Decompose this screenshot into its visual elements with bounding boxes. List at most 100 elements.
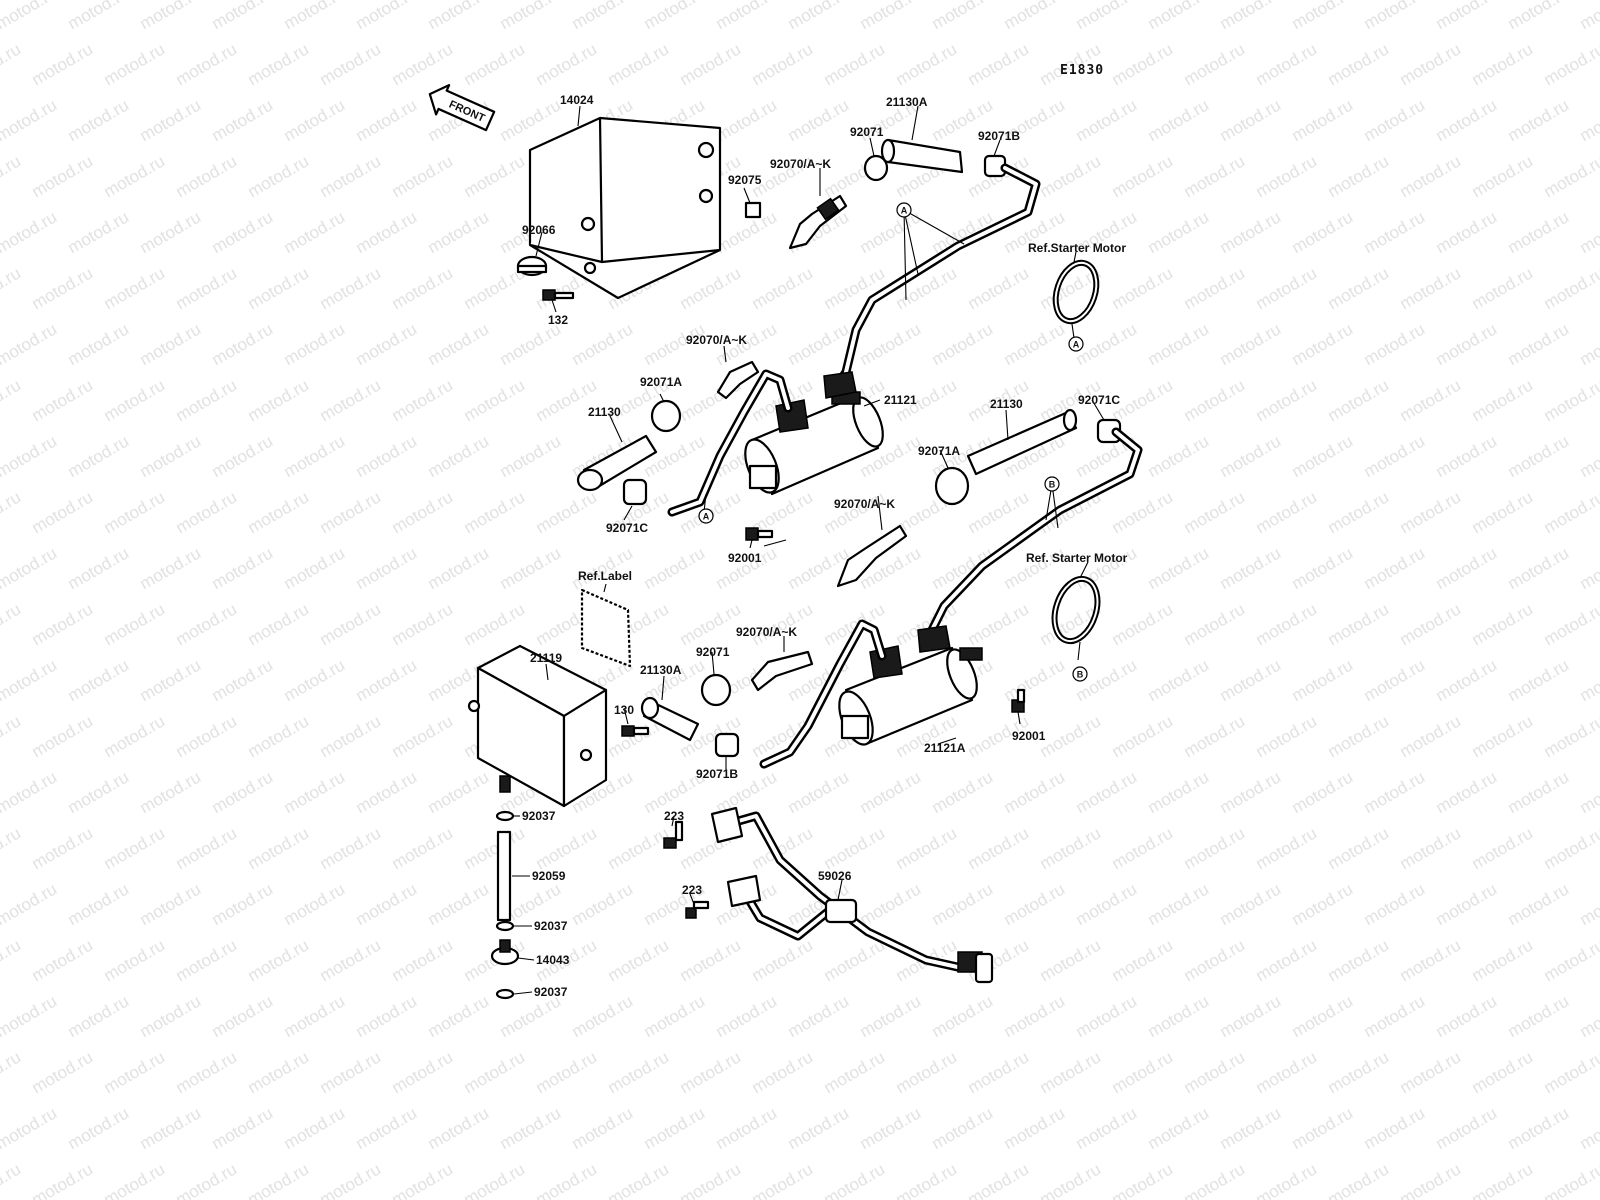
watermark-text: motod.ru — [1109, 1159, 1177, 1200]
watermark-text: motod.ru — [317, 487, 385, 537]
watermark-text: motod.ru — [929, 991, 997, 1041]
spark-plug-92070-low — [750, 650, 814, 692]
watermark-text: motod.ru — [1001, 0, 1069, 33]
part-92037-c: 92037 — [534, 985, 568, 999]
watermark-text: motod.ru — [1181, 1159, 1249, 1200]
watermark-text: motod.ru — [0, 207, 60, 257]
watermark-text: motod.ru — [677, 1047, 745, 1097]
watermark-text: motod.ru — [1505, 655, 1573, 705]
watermark-text: motod.ru — [965, 599, 1033, 649]
watermark-text: motod.ru — [389, 1047, 457, 1097]
ref-label: Ref.Label — [578, 569, 632, 583]
watermark-text: motod.ru — [137, 991, 205, 1041]
watermark-text: motod.ru — [1073, 991, 1141, 1041]
watermark-text: motod.ru — [497, 1103, 565, 1153]
screw-130 — [621, 725, 650, 737]
watermark-text: motod.ru — [1217, 767, 1285, 817]
watermark-text: motod.ru — [1109, 1047, 1177, 1097]
watermark-text: motod.ru — [461, 39, 529, 89]
bolt-132 — [542, 289, 575, 301]
watermark-text: motod.ru — [1217, 879, 1285, 929]
watermark-text: motod.ru — [65, 207, 133, 257]
watermark-text: motod.ru — [281, 1103, 349, 1153]
seal-92071A-left — [650, 399, 682, 433]
watermark-text: motod.ru — [245, 375, 313, 425]
watermark-text: motod.ru — [1433, 879, 1501, 929]
watermark-text: motod.ru — [353, 1103, 421, 1153]
watermark-text: motod.ru — [605, 1047, 673, 1097]
watermark-text: motod.ru — [0, 991, 60, 1041]
watermark-text: motod.ru — [1037, 711, 1105, 761]
watermark-text: motod.ru — [1361, 95, 1429, 145]
watermark-text: motod.ru — [209, 207, 277, 257]
part-14043: 14043 — [536, 953, 570, 967]
watermark-text: motod.ru — [641, 0, 709, 33]
watermark-text: motod.ru — [1361, 655, 1429, 705]
watermark-text: motod.ru — [1505, 319, 1573, 369]
clamp-92037-b — [495, 920, 515, 932]
watermark-text: motod.ru — [425, 431, 493, 481]
watermark-text: motod.ru — [533, 39, 601, 89]
watermark-text: motod.ru — [173, 151, 241, 201]
watermark-text: motod.ru — [1397, 935, 1465, 985]
watermark-text: motod.ru — [1037, 1047, 1105, 1097]
watermark-text: motod.ru — [101, 263, 169, 313]
watermark-text: motod.ru — [929, 1103, 997, 1153]
watermark-text: motod.ru — [317, 263, 385, 313]
watermark-text: motod.ru — [389, 823, 457, 873]
watermark-text: motod.ru — [1361, 767, 1429, 817]
watermark-text: motod.ru — [389, 711, 457, 761]
watermark-text: motod.ru — [1253, 935, 1321, 985]
watermark-text: motod.ru — [1145, 991, 1213, 1041]
watermark-text: motod.ru — [245, 263, 313, 313]
watermark-text: motod.ru — [1541, 823, 1600, 873]
watermark-text: motod.ru — [1325, 599, 1393, 649]
watermark-text: motod.ru — [137, 655, 205, 705]
watermark-text: motod.ru — [425, 207, 493, 257]
watermark-text: motod.ru — [245, 151, 313, 201]
starter-motor-ring-1 — [1052, 259, 1100, 325]
watermark-text: motod.ru — [137, 767, 205, 817]
watermark-text: motod.ru — [1469, 823, 1537, 873]
svg-text:A: A — [703, 512, 710, 522]
watermark-text: motod.ru — [1541, 151, 1600, 201]
watermark-text: motod.ru — [1253, 487, 1321, 537]
watermark-text: motod.ru — [641, 543, 709, 593]
watermark-text: motod.ru — [389, 935, 457, 985]
watermark-text: motod.ru — [1181, 1047, 1249, 1097]
watermark-text: motod.ru — [1325, 263, 1393, 313]
watermark-text: motod.ru — [1433, 991, 1501, 1041]
watermark-text: motod.ru — [1361, 207, 1429, 257]
watermark-text: motod.ru — [29, 711, 97, 761]
watermark-text: motod.ru — [1361, 431, 1429, 481]
watermark-text: motod.ru — [209, 655, 277, 705]
igniter-unit-21119 — [467, 644, 608, 808]
watermark-text: motod.ru — [281, 991, 349, 1041]
watermark-text: motod.ru — [1253, 151, 1321, 201]
watermark-text: motod.ru — [821, 39, 889, 89]
watermark-text: motod.ru — [965, 487, 1033, 537]
watermark-text: motod.ru — [533, 1047, 601, 1097]
watermark-text: motod.ru — [1145, 319, 1213, 369]
watermark-text: motod.ru — [1577, 767, 1600, 817]
seal-92071-top — [863, 154, 889, 182]
watermark-text: motod.ru — [0, 1103, 60, 1153]
watermark-text: motod.ru — [1325, 823, 1393, 873]
watermark-text: motod.ru — [1325, 151, 1393, 201]
watermark-text: motod.ru — [461, 823, 529, 873]
watermark-text: motod.ru — [353, 767, 421, 817]
watermark-text: motod.ru — [245, 935, 313, 985]
svg-text:B: B — [1049, 480, 1056, 490]
watermark-text: motod.ru — [0, 655, 60, 705]
watermark-text: motod.ru — [785, 0, 853, 33]
watermark-text: motod.ru — [1145, 655, 1213, 705]
watermark-text: motod.ru — [209, 543, 277, 593]
watermark-text: motod.ru — [0, 263, 24, 313]
watermark-text: motod.ru — [1397, 1047, 1465, 1097]
watermark-text: motod.ru — [0, 879, 60, 929]
marker-b-mid: B — [1044, 476, 1060, 492]
watermark-text: motod.ru — [641, 991, 709, 1041]
watermark-text: motod.ru — [1325, 711, 1393, 761]
